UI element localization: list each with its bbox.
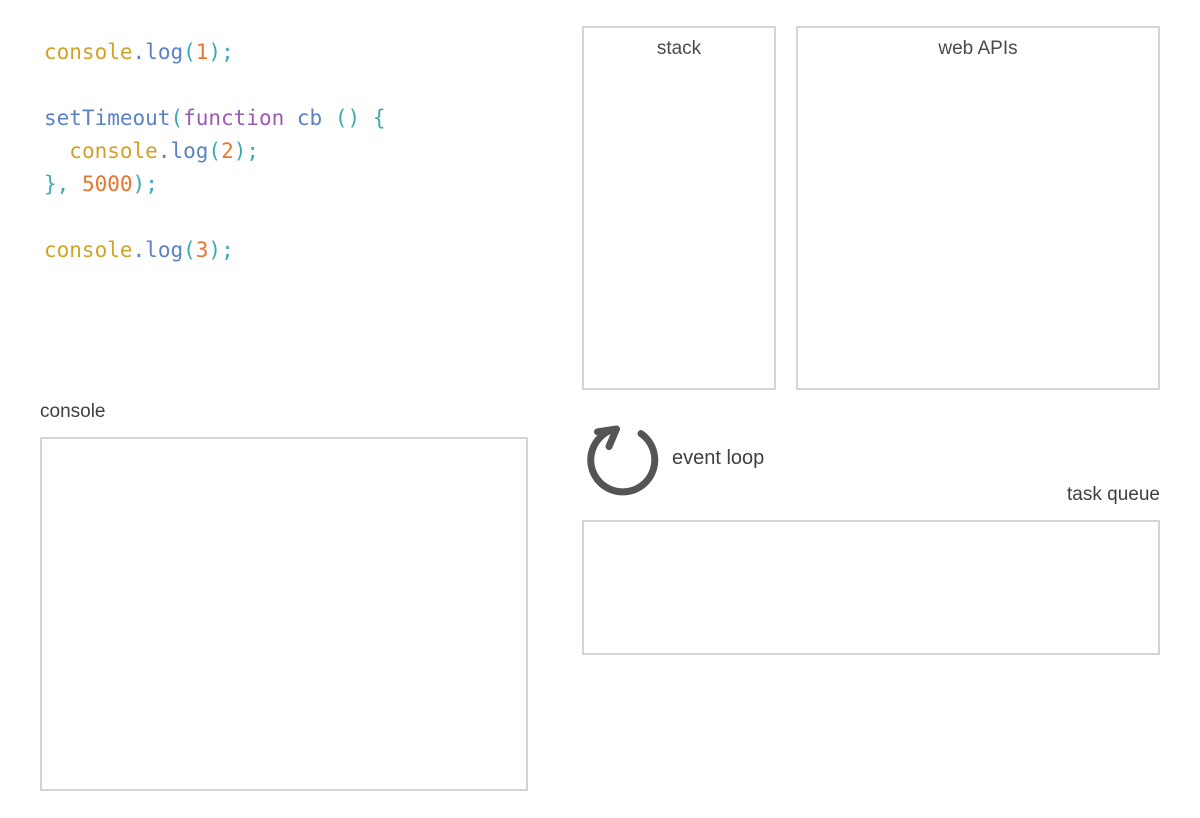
code-token-punc: ): [233, 139, 247, 163]
code-token-num: 2: [221, 139, 234, 163]
call-stack-label: stack: [656, 38, 702, 59]
code-panel: console.log(1); setTimeout(function cb (…: [44, 36, 544, 267]
code-token-prop: log: [170, 139, 209, 163]
event-loop-label: event loop: [672, 446, 765, 469]
code-token-punc: ): [208, 238, 222, 262]
code-token-prop: log: [145, 238, 184, 262]
code-token-fn: setTimeout: [44, 106, 171, 130]
code-token-punc: (: [170, 106, 184, 130]
code-token-dot: .: [132, 40, 146, 64]
call-stack-panel[interactable]: stack: [582, 26, 776, 390]
code-token-punc: [44, 139, 69, 163]
code-token-punc: ): [347, 106, 361, 130]
source-code[interactable]: console.log(1); setTimeout(function cb (…: [44, 36, 544, 267]
circular-arrow-clockwise-icon: [587, 425, 659, 496]
code-token-punc: {: [372, 106, 386, 130]
code-token-punc: [284, 106, 297, 130]
code-token-punc: ;: [221, 40, 234, 64]
code-token-punc: (: [334, 106, 348, 130]
code-token-obj: console: [69, 139, 158, 163]
code-token-kw: function: [183, 106, 285, 130]
code-token-punc: (: [183, 40, 196, 64]
code-token-dot: .: [132, 238, 146, 262]
code-token-prop: log: [145, 40, 184, 64]
task-queue-panel[interactable]: [582, 520, 1160, 655]
code-token-punc: [360, 106, 373, 130]
console-label: console: [40, 401, 106, 422]
task-queue-label: task queue: [1067, 484, 1160, 505]
console-panel[interactable]: [40, 437, 528, 791]
event-loop-indicator: event loop: [584, 418, 764, 498]
code-token-obj: console: [44, 40, 133, 64]
code-token-num: 1: [195, 40, 209, 64]
code-token-punc: [322, 106, 335, 130]
code-token-punc: (: [183, 238, 196, 262]
code-token-punc: ): [132, 172, 146, 196]
code-token-num: 3: [195, 238, 209, 262]
web-apis-label: web APIs: [938, 38, 1018, 59]
web-apis-panel[interactable]: web APIs: [796, 26, 1160, 390]
code-token-param: cb: [296, 106, 323, 130]
code-token-punc: ;: [246, 139, 260, 163]
code-token-obj: console: [44, 238, 133, 262]
code-token-punc: ): [208, 40, 222, 64]
code-token-punc: (: [208, 139, 222, 163]
code-token-punc: }: [44, 172, 57, 196]
code-token-num: 5000: [81, 172, 133, 196]
code-token-punc: [69, 172, 82, 196]
code-token-punc: ,: [56, 172, 70, 196]
code-token-punc: ;: [221, 238, 234, 262]
code-token-dot: .: [157, 139, 171, 163]
code-token-punc: ;: [145, 172, 158, 196]
